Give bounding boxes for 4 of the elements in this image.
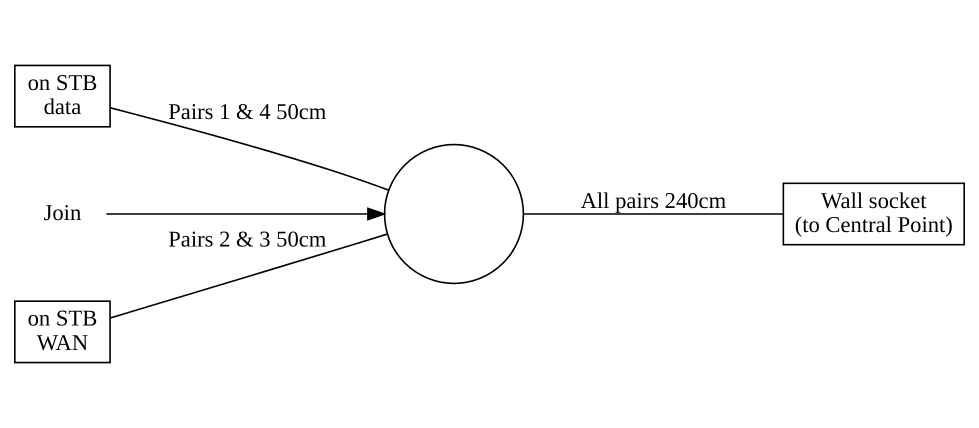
- node-text: Join: [44, 200, 82, 225]
- edge-label: Pairs 1 & 4 50cm: [168, 99, 326, 124]
- edge-label: Pairs 2 & 3 50cm: [168, 226, 326, 252]
- edge-label: All pairs 240cm: [580, 188, 726, 213]
